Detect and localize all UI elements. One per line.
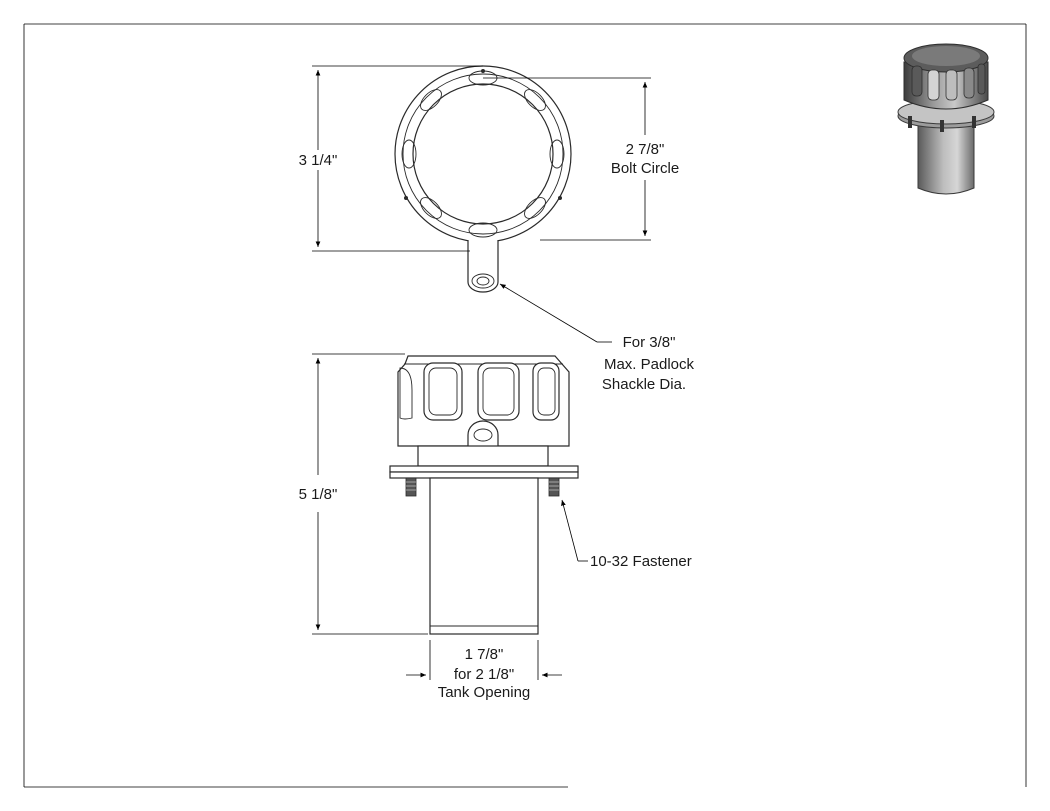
bolt-circle-size: 2 7/8" [626, 141, 665, 158]
top-height-label: 3 1/4" [299, 152, 338, 169]
padlock-note-line2: Max. Padlock [604, 356, 695, 373]
leader-fastener: 10-32 Fastener [561, 499, 692, 570]
padlock-note-line1: For 3/8" [623, 334, 676, 351]
top-view [394, 65, 572, 293]
side-height-label: 5 1/8" [299, 486, 338, 503]
dim-bolt-circle: 2 7/8" Bolt Circle [483, 77, 679, 241]
opening-note-line2: for 2 1/8" [454, 666, 514, 683]
sheet-border [23, 23, 1027, 788]
bolt-circle-label: Bolt Circle [611, 160, 679, 177]
opening-size: 1 7/8" [465, 646, 504, 663]
grip-scallops [401, 70, 565, 238]
breather-cap-3d-render-icon [897, 43, 995, 195]
leader-padlock: For 3/8" Max. Padlock Shackle Dia. [499, 283, 695, 393]
side-view [389, 355, 579, 635]
padlock-note-line3: Shackle Dia. [602, 376, 686, 393]
dim-top-height: 3 1/4" [299, 65, 483, 252]
opening-note-line3: Tank Opening [438, 684, 531, 701]
fastener-label: 10-32 Fastener [590, 553, 692, 570]
dim-side-height: 5 1/8" [299, 353, 428, 635]
dim-opening: 1 7/8" for 2 1/8" Tank Opening [406, 640, 562, 701]
